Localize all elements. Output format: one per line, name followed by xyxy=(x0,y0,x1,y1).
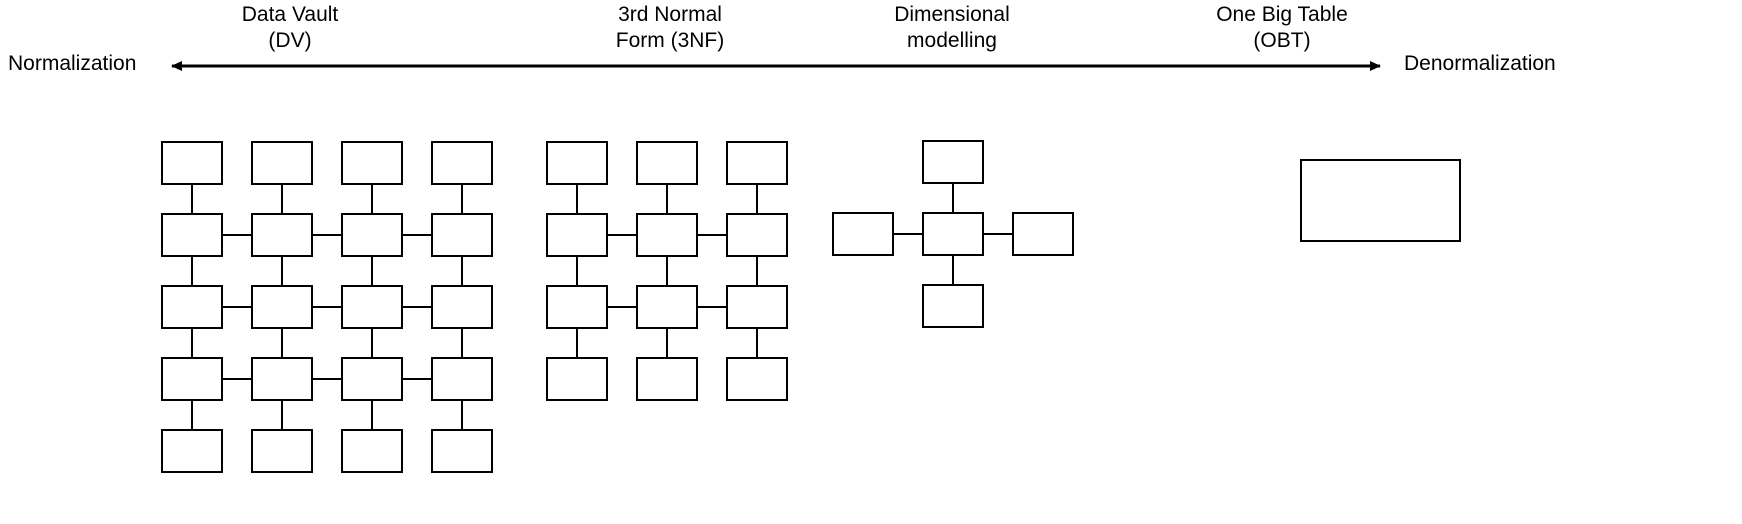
dimensional-model-graphic xyxy=(832,140,1074,328)
table-node xyxy=(251,213,313,257)
stage-title-data-vault: Data Vault (DV) xyxy=(241,3,339,52)
table-node xyxy=(161,285,223,329)
table-node xyxy=(341,285,403,329)
table-node xyxy=(251,141,313,185)
table-node xyxy=(431,141,493,185)
fact-node-center xyxy=(922,212,984,256)
table-node xyxy=(636,357,698,401)
dimension-node-top xyxy=(922,140,984,184)
dimension-node-left xyxy=(832,212,894,256)
axis-label-denormalization: Denormalization xyxy=(1404,52,1556,75)
table-node xyxy=(251,357,313,401)
table-node xyxy=(636,141,698,185)
table-node xyxy=(546,357,608,401)
dimension-node-bottom xyxy=(922,284,984,328)
table-node xyxy=(161,213,223,257)
stage-title-one-big-table: One Big Table (OBT) xyxy=(1216,3,1348,52)
table-node xyxy=(636,285,698,329)
table-node xyxy=(726,357,788,401)
table-node xyxy=(546,141,608,185)
table-node xyxy=(431,357,493,401)
table-node xyxy=(161,429,223,473)
one-big-table-node xyxy=(1300,159,1461,242)
table-node xyxy=(161,141,223,185)
axis-label-normalization: Normalization xyxy=(8,52,137,75)
table-node xyxy=(546,213,608,257)
table-node xyxy=(251,285,313,329)
table-node xyxy=(161,357,223,401)
table-node xyxy=(431,285,493,329)
table-node xyxy=(251,429,313,473)
table-node xyxy=(726,285,788,329)
table-node xyxy=(341,213,403,257)
table-node xyxy=(726,141,788,185)
table-node xyxy=(341,141,403,185)
table-node xyxy=(546,285,608,329)
table-node xyxy=(431,429,493,473)
stage-title-dimensional-modelling: Dimensional modelling xyxy=(894,3,1010,52)
table-node xyxy=(341,357,403,401)
one-big-table-model-graphic xyxy=(1300,159,1461,242)
normalization-spectrum-arrow xyxy=(171,61,1381,71)
table-node xyxy=(636,213,698,257)
dimension-node-right xyxy=(1012,212,1074,256)
data-vault-model-graphic xyxy=(161,141,493,473)
table-node xyxy=(431,213,493,257)
table-node xyxy=(341,429,403,473)
stage-title-3nf: 3rd Normal Form (3NF) xyxy=(615,3,725,52)
third-normal-form-model-graphic xyxy=(546,141,788,401)
table-node xyxy=(726,213,788,257)
